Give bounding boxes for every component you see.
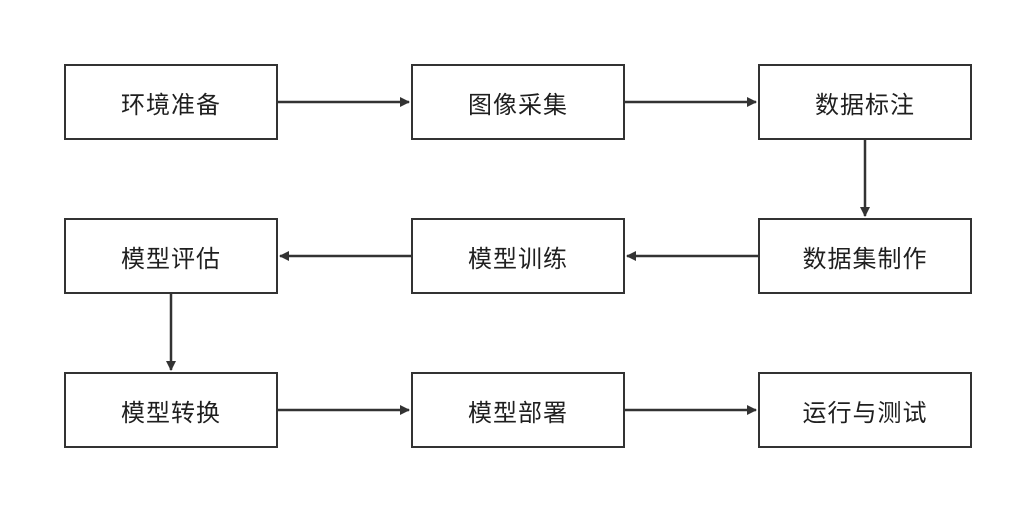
node-model-conversion: 模型转换 xyxy=(64,372,278,448)
node-data-annotation: 数据标注 xyxy=(758,64,972,140)
node-label: 数据集制作 xyxy=(802,244,928,273)
node-label: 图像采集 xyxy=(468,90,568,119)
node-label: 数据标注 xyxy=(815,90,915,119)
node-label: 运行与测试 xyxy=(802,398,928,427)
node-label: 模型转换 xyxy=(121,398,221,427)
node-label: 模型部署 xyxy=(468,398,568,427)
node-label: 环境准备 xyxy=(121,90,221,119)
node-label: 模型评估 xyxy=(121,244,221,273)
node-run-and-test: 运行与测试 xyxy=(758,372,972,448)
node-model-evaluation: 模型评估 xyxy=(64,218,278,294)
node-label: 模型训练 xyxy=(468,244,568,273)
node-environment-prep: 环境准备 xyxy=(64,64,278,140)
node-image-capture: 图像采集 xyxy=(411,64,625,140)
node-dataset-creation: 数据集制作 xyxy=(758,218,972,294)
node-model-training: 模型训练 xyxy=(411,218,625,294)
node-model-deployment: 模型部署 xyxy=(411,372,625,448)
